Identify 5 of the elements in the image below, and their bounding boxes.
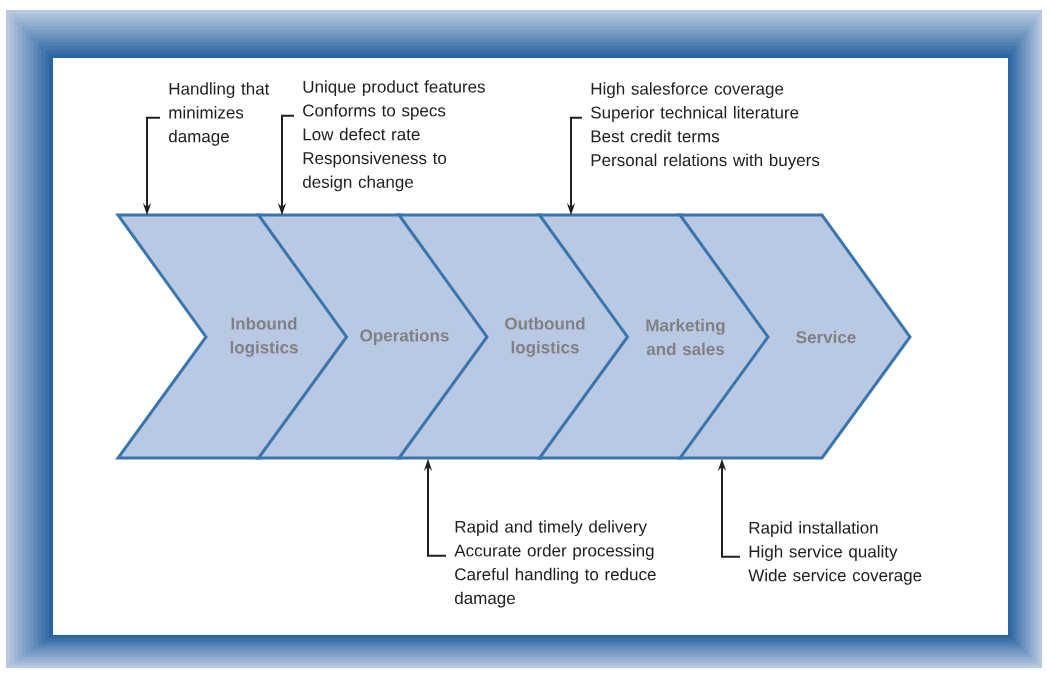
annotation-text: High salesforce coverage Superior technical literature Best credit terms Personal relations with buyers — [591, 82, 820, 170]
annotation-text: Unique product features Conforms to specs Low defect rate Responsiveness to design change — [303, 80, 485, 192]
annotation-text: Rapid and timely delivery Accurate order processing Careful handling to reduce damage — [454, 520, 656, 608]
annotation-text: Handling that minimizes damage — [169, 82, 270, 146]
annotation-text: Rapid installation High service quality Wide service coverage — [748, 521, 922, 585]
